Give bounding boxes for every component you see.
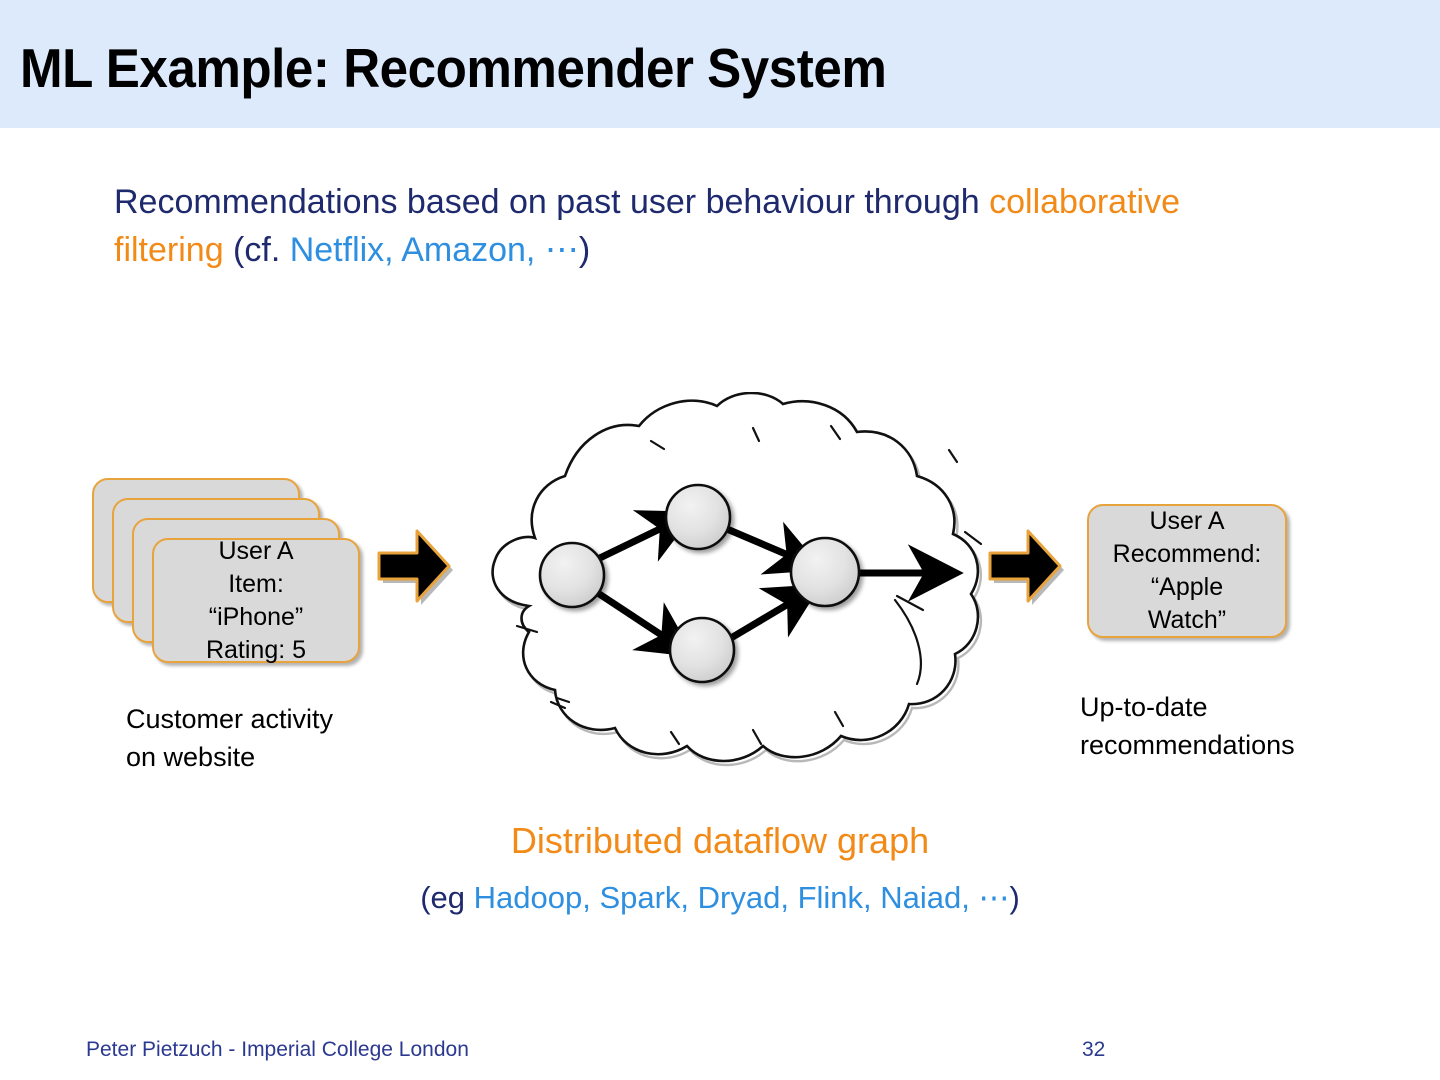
lead-paragraph: Recommendations based on past user behav… xyxy=(114,178,1214,274)
lead-text-part1: Recommendations based on past user behav… xyxy=(114,183,990,221)
page-title: ML Example: Recommender System xyxy=(20,37,887,99)
dataflow-nodes xyxy=(538,483,861,684)
cloud-outline xyxy=(491,391,983,767)
footer-page-number: 32 xyxy=(1082,1038,1106,1061)
right-block-arrow-output xyxy=(985,524,1065,613)
caption-up-to-date: Up-to-date recommendations xyxy=(1080,692,1295,760)
caption-customer-activity: Customer activity on website xyxy=(126,704,334,772)
lead-text-highlight: collaborative filtering xyxy=(114,183,1180,269)
input-card-stack: User A Item: “iPhone” Rating: 5 xyxy=(88,474,378,674)
input-card-text: User A Item: “iPhone” Rating: 5 xyxy=(205,536,307,664)
edge-upper-sink xyxy=(725,521,824,575)
lead-text-links: Netflix, Amazon, ⋯ xyxy=(289,231,579,269)
output-card-text: User A Recommend: “Apple Watch” xyxy=(1112,507,1262,634)
graph-node-lower xyxy=(668,616,736,684)
lead-text-part3: (cf. xyxy=(223,231,290,269)
right-block-arrow-input xyxy=(374,524,454,613)
stack-card-front: User A Item: “iPhone” Rating: 5 xyxy=(152,537,360,664)
output-card: User A Recommend: “Apple Watch” xyxy=(1087,504,1287,638)
graph-node-sink xyxy=(789,536,861,608)
dataflow-caption-sub: (eg Hadoop, Spark, Dryad, Flink, Naiad, … xyxy=(0,880,1440,916)
lead-text-part5: ) xyxy=(578,231,591,269)
dataflow-edges xyxy=(573,510,964,657)
edge-lower-sink xyxy=(729,584,822,642)
graph-node-upper xyxy=(664,483,732,551)
sub-prefix: (eg xyxy=(420,880,474,915)
sub-links: Hadoop, Spark, Dryad, Flink, Naiad, ⋯ xyxy=(473,880,1010,915)
dataflow-caption-title: Distributed dataflow graph xyxy=(510,820,930,861)
graph-node-source xyxy=(538,541,606,609)
dataflow-cloud-diagram xyxy=(465,391,1005,792)
header-band xyxy=(0,0,1440,128)
sub-suffix: ) xyxy=(1009,880,1020,915)
footer-author: Peter Pietzuch - Imperial College London xyxy=(86,1038,469,1061)
